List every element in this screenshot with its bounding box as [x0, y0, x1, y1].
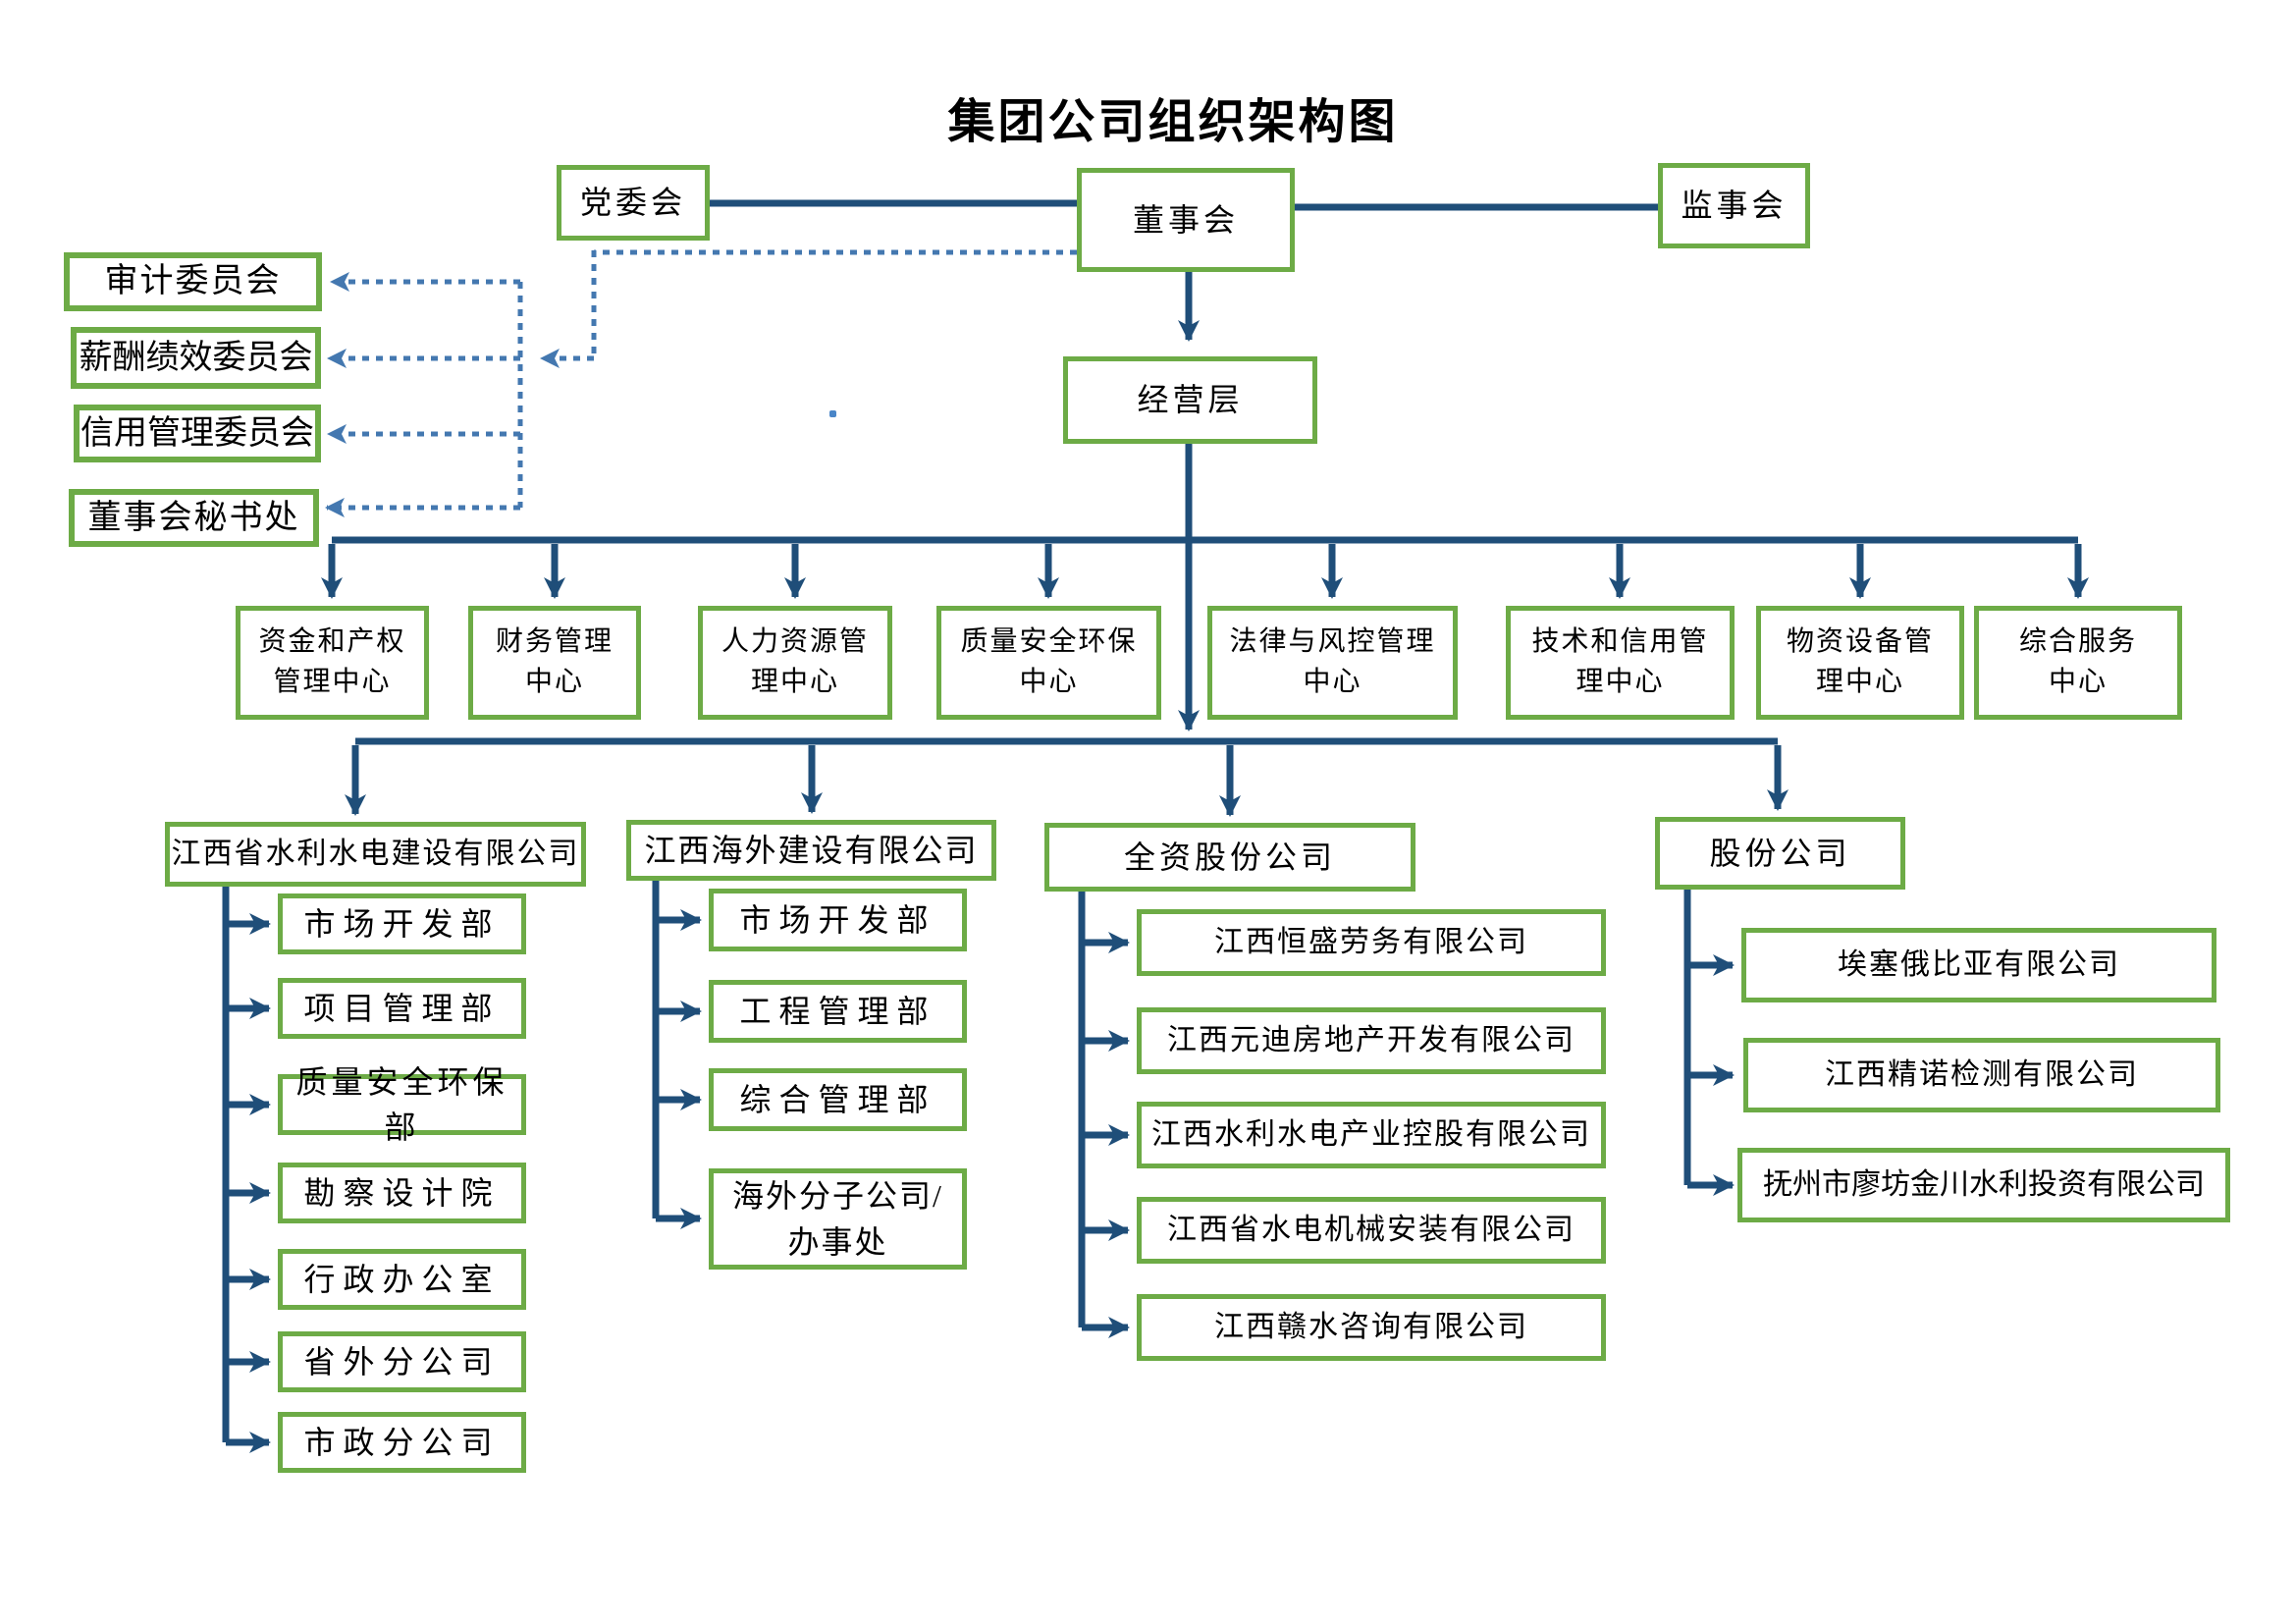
dept-label-line2: 办事处 [787, 1223, 888, 1260]
center-finance-box: 财务管理 中心 [468, 606, 641, 720]
sub-jx-yuandi-real-estate-box: 江西元迪房地产开发有限公司 [1137, 1007, 1606, 1074]
dept-administrative-office-box: 行政办公室 [278, 1249, 526, 1310]
center-label-line2: 中心 [524, 667, 584, 697]
center-human-resources-box: 人力资源管 理中心 [698, 606, 892, 720]
center-legal-risk-box: 法律与风控管理 中心 [1207, 606, 1458, 720]
dept-survey-design-institute-box: 勘察设计院 [278, 1163, 526, 1223]
center-label-line2: 理中心 [1575, 667, 1665, 697]
center-label-line1: 资金和产权 [258, 626, 406, 658]
dept-market-development-box: 市场开发部 [709, 889, 967, 951]
center-general-services-box: 综合服务 中心 [1974, 606, 2182, 720]
board-of-directors-box: 董事会 [1077, 168, 1295, 272]
center-label-line2: 理中心 [750, 667, 839, 697]
dept-project-management-box: 项目管理部 [278, 978, 526, 1039]
sub-jx-hydropower-machinery-box: 江西省水电机械安装有限公司 [1137, 1197, 1606, 1264]
center-label-line2: 管理中心 [273, 667, 392, 697]
dept-quality-safety-env-box: 质量安全环保部 [278, 1064, 526, 1145]
center-label-line1: 综合服务 [2018, 626, 2137, 658]
dept-market-development-box: 市场开发部 [278, 893, 526, 954]
center-label-line1: 财务管理 [495, 626, 614, 658]
compensation-performance-committee-box: 薪酬绩效委员会 [71, 327, 321, 389]
credit-management-committee-box: 信用管理委员会 [74, 405, 321, 462]
sub-jx-jingnuo-testing-box: 江西精诺检测有限公司 [1743, 1038, 2220, 1112]
group-shareholding-companies-box: 股份公司 [1655, 817, 1905, 890]
center-label-line1: 质量安全环保 [960, 626, 1138, 658]
center-label-line1: 法律与风控管理 [1229, 626, 1436, 658]
group-jx-water-conservancy-construction-box: 江西省水利水电建设有限公司 [165, 822, 586, 887]
center-label-line1: 物资设备管 [1786, 626, 1934, 658]
center-technology-credit-box: 技术和信用管 理中心 [1506, 606, 1735, 720]
dept-general-management-box: 综合管理部 [709, 1068, 967, 1131]
dept-out-of-province-branch-box: 省外分公司 [278, 1331, 526, 1392]
audit-committee-box: 审计委员会 [64, 252, 322, 311]
dept-engineering-management-box: 工程管理部 [709, 980, 967, 1043]
sub-fuzhou-liaofang-jinchuan-investment-box: 抚州市廖坊金川水利投资有限公司 [1737, 1148, 2230, 1222]
group-wholly-owned-companies-box: 全资股份公司 [1044, 823, 1415, 892]
center-label-line2: 理中心 [1815, 667, 1904, 697]
chart-title: 集团公司组织架构图 [947, 96, 1399, 148]
board-secretariat-box: 董事会秘书处 [69, 489, 319, 547]
center-label-line2: 中心 [1303, 667, 1362, 697]
center-capital-property-box: 资金和产权 管理中心 [236, 606, 429, 720]
dept-municipal-branch-box: 市政分公司 [278, 1412, 526, 1473]
center-label-line2: 中心 [1019, 667, 1079, 697]
sub-jx-water-industry-holding-box: 江西水利水电产业控股有限公司 [1137, 1102, 1606, 1168]
center-label-line2: 中心 [2048, 667, 2108, 697]
dept-overseas-subsidiaries-offices-box: 海外分子公司/ 办事处 [709, 1168, 967, 1270]
management-layer-box: 经营层 [1063, 356, 1317, 444]
stray-dot [829, 410, 836, 417]
supervisory-board-box: 监事会 [1658, 163, 1810, 248]
center-materials-equipment-box: 物资设备管 理中心 [1756, 606, 1964, 720]
center-label-line1: 技术和信用管 [1531, 626, 1709, 658]
sub-ethiopia-company-box: 埃塞俄比亚有限公司 [1741, 928, 2216, 1002]
sub-jx-ganshui-consulting-box: 江西赣水咨询有限公司 [1137, 1294, 1606, 1361]
dept-label-line1: 海外分子公司/ [732, 1178, 943, 1215]
group-jx-overseas-construction-box: 江西海外建设有限公司 [626, 820, 996, 881]
center-quality-safety-env-box: 质量安全环保 中心 [936, 606, 1161, 720]
party-committee-box: 党委会 [557, 165, 710, 241]
sub-jx-hengsheng-labor-box: 江西恒盛劳务有限公司 [1137, 909, 1606, 976]
center-label-line1: 人力资源管 [721, 626, 869, 658]
